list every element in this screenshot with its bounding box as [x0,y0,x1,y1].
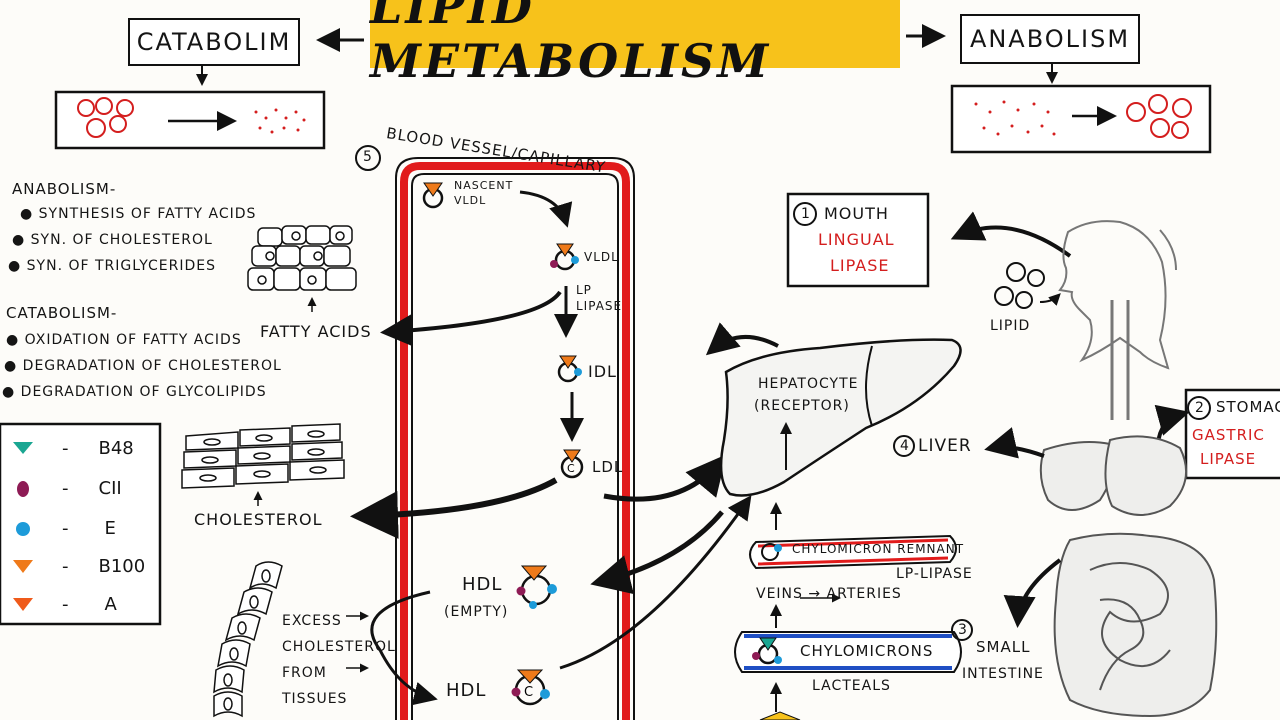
legend-label-b100: B100 [98,556,146,577]
small-intestine-label-2: INTESTINE [962,666,1044,682]
e-dot-icon [16,521,30,536]
ldl-particle: C [560,449,584,479]
legend-label-cii: CII [98,478,122,499]
anabolism-item-1: ● SYNTHESIS OF FATTY ACIDS [20,206,257,222]
legend-dash: - [62,594,69,615]
gastric-lipase-label: LIPASE [1200,450,1257,468]
stomach-number: 2 [1195,400,1204,416]
lp-lipase2-label: LP-LIPASE [896,566,973,582]
lacteals-label: LACTEALS [812,678,891,694]
stomach-box [1184,388,1280,480]
legend-dash: - [62,556,69,577]
catabolism-item-1: ● OXIDATION OF FATTY ACIDS [6,332,242,348]
lingual-label: LINGUAL [818,230,895,249]
cholesterol-label: CHOLESTEROL [194,510,323,529]
excess-line-1: EXCESS [282,613,342,629]
svg-text:C: C [524,685,533,700]
excess-line-3: FROM [282,665,327,681]
nascent-vldl-label: NASCENT VLDL [454,179,514,207]
excess-line-4: TISSUES [282,691,348,707]
blood-vessel-number: 5 [363,149,372,165]
ldl-label: LDL [592,458,624,476]
nascent-vldl-particle [422,182,444,209]
stomach-label: STOMAC [1216,398,1280,416]
legend-dash: - [62,438,69,459]
chylomicrons-label: CHYLOMICRONS [800,642,934,660]
catabolism-box: CATABOLIM [128,18,300,66]
idl-particle [557,355,582,383]
chylomicron-remnant-label: CHYLOMICRON REMNANT [792,542,965,556]
cii-dot-icon [17,480,29,497]
tissue-cells [181,423,345,489]
lipid-label: LIPID [990,318,1031,334]
anabolism-item-1-text: SYNTHESIS OF FATTY ACIDS [38,206,257,222]
idl-label: IDL [588,362,617,381]
hdl-empty-note: (EMPTY) [444,604,509,620]
hepatocyte-label: HEPATOCYTE [758,376,859,392]
catabolism-item-3-text: DEGRADATION OF GLYCOLIPIDS [20,384,267,400]
mouth-label: MOUTH [824,204,889,223]
svg-text:C: C [567,462,575,475]
anabolism-item-3: ● SYN. OF TRIGLYCERIDES [8,258,216,274]
lp-lipase-label: LP LIPASE [576,283,623,313]
vldl-particle [550,243,579,271]
legend-row-a: - A [10,594,117,615]
small-intestine-label: SMALL [976,638,1031,656]
lipid-droplets [994,262,1045,309]
catabolism-item-3: ● DEGRADATION OF GLYCOLIPIDS [2,384,267,400]
hdl-empty-particle [516,565,557,609]
blood-vessel [395,157,635,720]
catabolism-heading: CATABOLISM- [6,304,118,322]
hdl-particle: C [511,669,550,706]
digestive-organs [1039,435,1218,718]
catabolism-item-2: ● DEGRADATION OF CHOLESTEROL [4,358,282,374]
liver-number: 4 [900,438,909,454]
adipose-cells [247,225,357,291]
b48-triangle-icon [13,441,33,454]
mouth-box [786,192,930,288]
legend-row-e: - E [10,518,116,539]
liver-illustration [719,338,962,497]
anabolism-strip [950,84,1212,154]
hepatocyte-receptor-label: (RECEPTOR) [754,398,850,414]
anabolism-heading: ANABOLISM- [12,180,117,198]
catabolism-item-2-text: DEGRADATION OF CHOLESTEROL [22,358,282,374]
vldl-label: VLDL [584,250,619,264]
hdl-empty-label: HDL [462,574,503,595]
epithelium-cells [213,561,283,718]
head-illustration [1058,220,1177,420]
veins-arteries-label: VEINS → ARTERIES [756,586,902,602]
gastric-label: GASTRIC [1192,426,1265,444]
catabolism-item-1-text: OXIDATION OF FATTY ACIDS [24,332,242,348]
excess-cholesterol-label: EXCESS CHOLESTEROL FROM TISSUES [282,608,396,712]
b100-triangle-icon [13,559,33,573]
anabolism-item-2-text: SYN. OF CHOLESTEROL [30,232,213,248]
catabolism-strip [54,90,326,150]
legend-label-a: A [104,594,117,615]
liver-label: LIVER [918,436,972,456]
anabolism-item-2: ● SYN. OF CHOLESTEROL [12,232,213,248]
anabolism-item-3-text: SYN. OF TRIGLYCERIDES [26,258,216,274]
anabolism-box: ANABOLISM [960,14,1140,64]
mouth-number: 1 [801,206,810,222]
excess-line-2: CHOLESTEROL [282,639,396,655]
legend-row-b48: - B48 [10,438,134,459]
fatty-acids-label: FATTY ACIDS [260,322,372,341]
hdl-label: HDL [446,680,487,701]
legend-label-b48: B48 [98,438,134,459]
legend-row-b100: - B100 [10,556,145,577]
lingual-lipase-label: LIPASE [830,256,890,275]
legend-dash: - [62,478,69,499]
chylomicron-remnant-tube [749,534,957,570]
legend-label-e: E [104,518,116,539]
legend-row-cii: - CII [10,478,122,499]
small-intestine-number: 3 [958,622,967,638]
legend-dash: - [62,518,69,539]
blood-vessel-number-circle [355,145,381,171]
a-triangle-icon [13,597,33,611]
